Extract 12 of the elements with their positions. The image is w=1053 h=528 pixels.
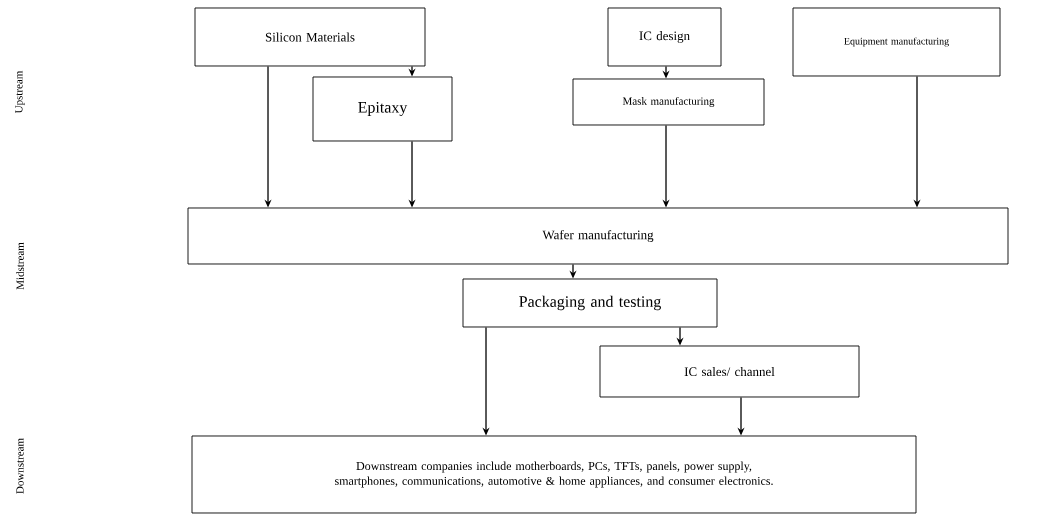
- stage-label: Downstream: [16, 438, 24, 494]
- process-box: IC design: [607, 7, 722, 67]
- stage-label: Midstream: [16, 242, 24, 290]
- process-box: Packaging and testing: [462, 278, 718, 328]
- process-box: Wafer manufacturing: [187, 207, 1009, 265]
- process-box: Mask manufacturing: [572, 78, 765, 126]
- process-box: Epitaxy: [312, 76, 453, 142]
- stage-label: Upstream: [15, 70, 25, 114]
- process-box: Equipment manufacturing: [792, 7, 1001, 77]
- process-box: IC sales/ channel: [599, 345, 860, 398]
- process-box: Downstream companies include motherboards, PCs, TFTs, panels, power supply, smartphones, communications, automotive & home appliances, and consumer electronics.: [191, 435, 917, 514]
- process-box: Silicon Materials: [194, 7, 426, 67]
